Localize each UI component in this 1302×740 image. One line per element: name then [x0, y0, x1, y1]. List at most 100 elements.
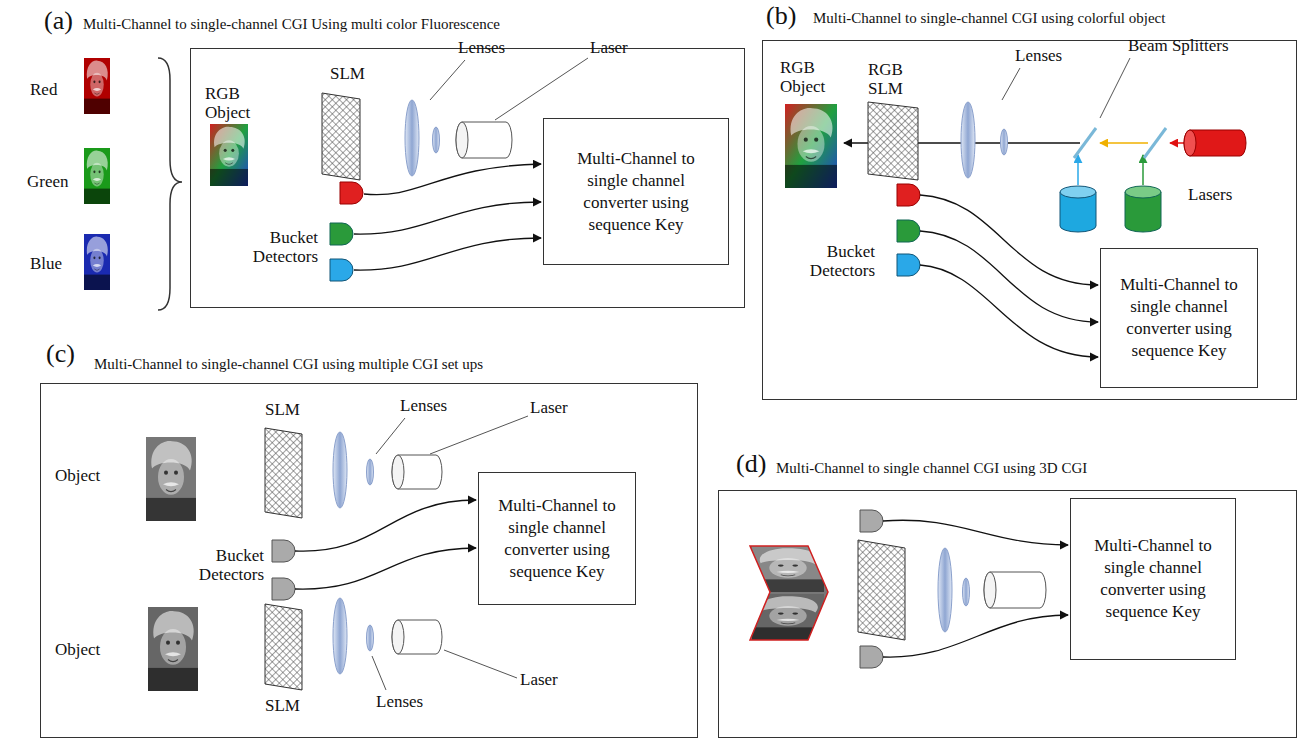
lens [961, 102, 975, 178]
signal-arrow [883, 615, 1068, 657]
laser-end [1125, 186, 1161, 198]
signal-arrow [920, 231, 1098, 322]
detector [272, 578, 295, 600]
brace [158, 58, 182, 310]
panel-title: Multi-Channel to single channel CGI usin… [776, 459, 1087, 477]
detector-red [340, 182, 363, 204]
portrait-green [84, 148, 110, 204]
detector-green [330, 223, 353, 245]
converter-text-group: Multi-Channel to single channel converte… [572, 148, 700, 236]
converter-text: Multi-Channel to single channel converte… [1083, 535, 1223, 623]
converter-text-group: Multi-Channel to single channel converte… [491, 495, 623, 583]
laser-end [1060, 186, 1096, 198]
slm [265, 604, 302, 690]
slm [265, 428, 302, 518]
converter-box: Multi-Channel to single channel converte… [543, 118, 729, 265]
panel-letter: (c) [46, 339, 75, 369]
leader-line [1100, 58, 1130, 118]
object-3d-outline [750, 546, 828, 640]
laser [392, 455, 442, 489]
laser-red [1184, 130, 1246, 156]
part-label: Lasers [1188, 185, 1232, 204]
laser-end [1184, 130, 1196, 156]
leader-line [430, 416, 528, 454]
leader-line [372, 656, 386, 690]
converter-text-group: Multi-Channel to single channel converte… [1083, 535, 1223, 623]
beam [1077, 155, 1079, 185]
lens [367, 625, 374, 651]
lens [963, 578, 970, 606]
part-label: SLM [265, 696, 300, 715]
portrait-red [84, 58, 110, 114]
part-label: Beam Splitters [1128, 36, 1229, 55]
lens [938, 548, 952, 632]
part-label: Red [30, 80, 57, 99]
part-label: Lenses [400, 396, 447, 415]
part-label: Green [27, 172, 69, 191]
object-3d [748, 544, 832, 642]
converter-text: Multi-Channel to single channel converte… [572, 148, 700, 236]
part-label: RGB Object [205, 84, 265, 122]
part-label: Laser [590, 38, 628, 57]
slm [322, 93, 360, 180]
setup-panel: (d)Multi-Channel to single channel CGI u… [718, 490, 1297, 738]
portrait-gray [146, 437, 196, 521]
lens [367, 459, 374, 485]
leader-line [1002, 68, 1020, 100]
part-label: Blue [30, 254, 62, 273]
part-label: Bucket Detectors [800, 242, 875, 280]
panel-letter: (b) [766, 1, 796, 31]
lens [333, 432, 347, 508]
part-label: SLM [330, 64, 365, 83]
part-label: Laser [530, 398, 568, 417]
signal-arrow [920, 265, 1098, 357]
beam [1142, 155, 1144, 185]
laser [456, 122, 512, 158]
part-label: Bucket Detectors [186, 546, 264, 584]
part-label: Lenses [376, 692, 423, 711]
detector [860, 646, 883, 668]
converter-text: Multi-Channel to single channel converte… [1113, 274, 1245, 362]
part-label: Lenses [1015, 46, 1062, 65]
detector-blue [330, 259, 353, 281]
laser [984, 572, 1046, 608]
part-label: Bucket Detectors [243, 228, 318, 266]
portrait-rgb [210, 124, 248, 186]
part-label: Lenses [458, 38, 505, 57]
lens [1001, 129, 1008, 155]
slm [868, 102, 918, 180]
laser [392, 620, 442, 654]
setup-panel: (b)Multi-Channel to single-channel CGI u… [762, 40, 1297, 400]
object-3d-ground [748, 544, 832, 642]
converter-text: Multi-Channel to single channel converte… [491, 495, 623, 583]
panel-title: Multi-Channel to single-channel CGI usin… [94, 355, 483, 373]
beam-splitter [1074, 128, 1096, 158]
converter-box: Multi-Channel to single channel converte… [1070, 498, 1236, 660]
signal-arrow [295, 500, 476, 551]
lens [405, 100, 419, 176]
signal-arrow [883, 520, 1068, 545]
detector [272, 540, 295, 562]
signal-arrow [354, 238, 541, 270]
laser-end [392, 455, 404, 489]
laser-end [984, 572, 996, 608]
lens [433, 127, 440, 153]
signal-arrow [364, 164, 541, 195]
converter-text-group: Multi-Channel to single channel converte… [1113, 274, 1245, 362]
portrait-gray [752, 594, 824, 640]
detector-red [897, 184, 920, 206]
setup-panel: (c)Multi-Channel to single-channel CGI u… [40, 383, 698, 738]
beam [1100, 142, 1148, 144]
leader-line [495, 58, 588, 120]
panel-letter: (d) [736, 449, 766, 479]
panel-title: Multi-Channel to single-channel CGI Usin… [83, 15, 500, 33]
portrait-gray [752, 546, 824, 592]
signal-arrow [295, 548, 476, 589]
portrait-gray [148, 607, 198, 691]
part-label: Object [55, 466, 100, 485]
setup-panel: (a)Multi-Channel to single-channel CGI U… [190, 48, 745, 308]
part-label: Object [55, 640, 100, 659]
signal-arrow [354, 202, 541, 234]
leader-line [376, 418, 405, 454]
